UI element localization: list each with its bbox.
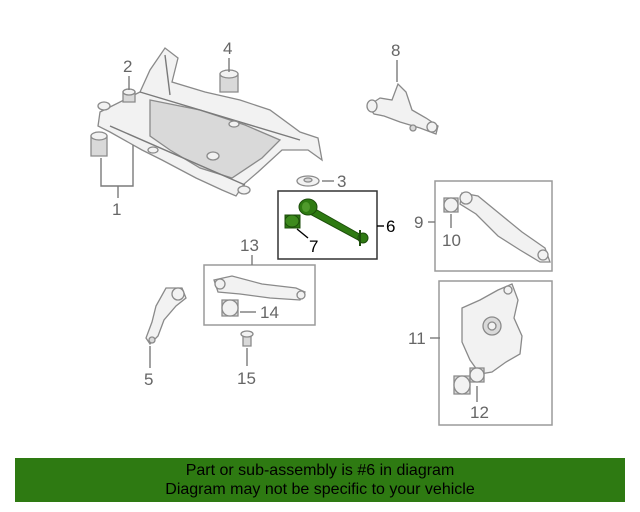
- callout-7: 7: [309, 237, 318, 256]
- callout-2: 2: [123, 57, 132, 76]
- washer-part-3[interactable]: [296, 175, 320, 187]
- bushing-part-14[interactable]: [221, 299, 239, 317]
- callout-5: 5: [144, 370, 153, 389]
- part-13-box: [203, 264, 316, 326]
- leader-7: [296, 228, 309, 239]
- lateral-link-part-6[interactable]: [298, 198, 369, 246]
- leader-1: [100, 145, 134, 198]
- part-11-box: [438, 280, 553, 426]
- callout-9: 9: [414, 213, 423, 232]
- callout-12: 12: [470, 403, 489, 422]
- callout-4: 4: [223, 39, 232, 58]
- subframe-part-1[interactable]: [90, 47, 323, 197]
- callout-15: 15: [237, 369, 256, 388]
- parts-diagram: 1 2 3 4 5 6 7 8 9 10 11 12 13 14 15: [90, 39, 553, 426]
- callout-13: 13: [240, 236, 259, 255]
- upper-arm-part-8[interactable]: [366, 82, 439, 135]
- bushing-part-2[interactable]: [122, 88, 136, 103]
- bushing-part-12[interactable]: [453, 367, 485, 395]
- trailing-link-part-13[interactable]: [213, 275, 306, 301]
- callout-8: 8: [391, 41, 400, 60]
- info-banner: Part or sub-assembly is #6 in diagram Di…: [15, 458, 625, 502]
- part-6-box: [277, 190, 378, 260]
- bracket-part-5[interactable]: [145, 287, 187, 346]
- callout-6: 6: [386, 217, 395, 236]
- bushing-part-10[interactable]: [443, 197, 459, 213]
- banner-line-2: Diagram may not be specific to your vehi…: [165, 481, 475, 498]
- part-9-box: [434, 180, 553, 272]
- callout-14: 14: [260, 303, 279, 322]
- callout-3: 3: [337, 172, 346, 191]
- knuckle-part-11[interactable]: [461, 283, 523, 375]
- callout-1: 1: [112, 200, 121, 219]
- callout-10: 10: [442, 231, 461, 250]
- lower-arm-part-9[interactable]: [459, 191, 551, 263]
- callout-11: 11: [408, 329, 426, 348]
- bushing-part-7[interactable]: [284, 214, 301, 229]
- bolt-part-15[interactable]: [240, 330, 254, 347]
- bushing-part-4[interactable]: [219, 69, 239, 93]
- banner-line-1: Part or sub-assembly is #6 in diagram: [185, 462, 455, 479]
